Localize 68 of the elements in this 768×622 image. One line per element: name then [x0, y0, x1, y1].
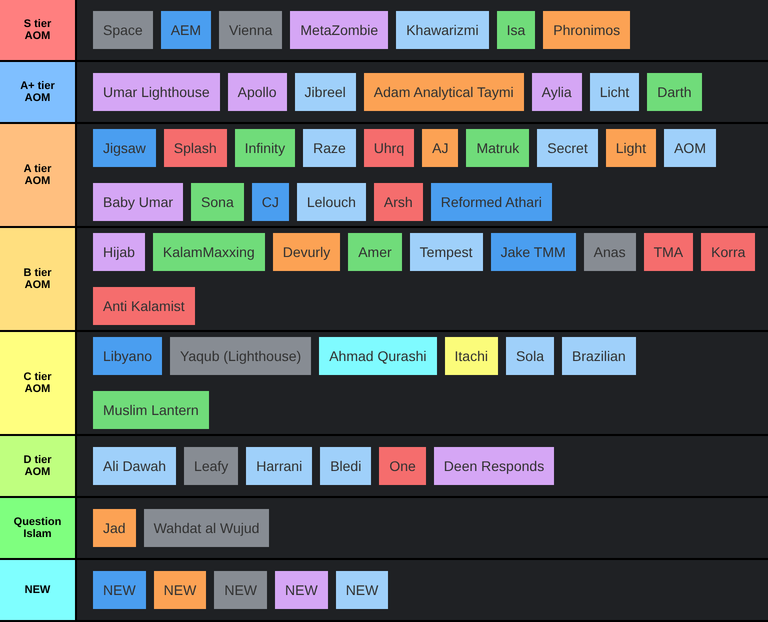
name-tile: Itachi — [444, 337, 498, 375]
name-tile: AOM — [664, 129, 716, 167]
name-tile: AJ — [422, 129, 458, 167]
name-tile: Muslim Lantern — [93, 391, 209, 429]
name-tile: NEW — [275, 571, 328, 609]
name-tile: Uhrq — [364, 129, 414, 167]
name-tile: One — [379, 447, 426, 485]
tier-label: C tier AOM — [0, 332, 75, 434]
name-tile: Jigsaw — [93, 129, 156, 167]
name-tile: Hijab — [93, 233, 145, 271]
tier-label: S tier AOM — [0, 0, 75, 60]
name-tile: Lelouch — [296, 183, 366, 221]
name-tile: Darth — [647, 73, 702, 111]
name-tile: Deen Responds — [434, 447, 554, 485]
tier-label: D tier AOM — [0, 436, 75, 496]
name-tile: Anas — [584, 233, 636, 271]
name-tile: Sola — [506, 337, 554, 375]
name-tile: CJ — [252, 183, 289, 221]
tier-label: A tier AOM — [0, 124, 75, 226]
name-tile: Reformed Athari — [430, 183, 552, 221]
name-tile: Aylia — [532, 73, 582, 111]
name-tile: Wahdat al Wujud — [144, 509, 270, 547]
name-tile: Baby Umar — [93, 183, 184, 221]
name-tile: Brazilian — [562, 337, 636, 375]
name-tile: Devurly — [272, 233, 340, 271]
name-tile: Raze — [303, 129, 356, 167]
name-tile: Bledi — [320, 447, 372, 485]
name-tile: Libyano — [93, 337, 162, 375]
name-tile: NEW — [336, 571, 388, 609]
tier-label: B tier AOM — [0, 228, 75, 330]
name-tile: Vienna — [219, 11, 282, 49]
name-tile: Ahmad Qurashi — [319, 337, 436, 375]
name-tile: Korra — [701, 233, 756, 271]
name-tile: Matruk — [466, 129, 530, 167]
name-tile: Tempest — [410, 233, 483, 271]
name-tile: Umar Lighthouse — [93, 73, 220, 111]
name-tile: MetaZombie — [290, 11, 388, 49]
tier-label: A+ tier AOM — [0, 62, 75, 122]
name-tile: Anti Kalamist — [93, 287, 195, 325]
name-tile: AEM — [160, 11, 212, 49]
name-tile: Leafy — [184, 447, 238, 485]
name-tile: Jake TMM — [490, 233, 576, 271]
name-tile: Arsh — [374, 183, 423, 221]
name-tile: Jibreel — [294, 73, 356, 111]
name-tile: Apollo — [228, 73, 287, 111]
tier-label: NEW — [0, 560, 75, 620]
name-tile: Light — [606, 129, 656, 167]
name-tile: Jad — [93, 509, 136, 547]
name-tile: TMA — [644, 233, 694, 271]
name-tile: Sona — [191, 183, 244, 221]
name-tile: Infinity — [234, 129, 296, 167]
name-tile: KalamMaxxing — [152, 233, 265, 271]
name-tile: Amer — [348, 233, 402, 271]
name-tile: Khawarizmi — [396, 11, 489, 49]
name-tile: Yaqub (Lighthouse) — [170, 337, 312, 375]
name-tile: Isa — [496, 11, 536, 49]
name-tile: Secret — [537, 129, 598, 167]
name-tile: Ali Dawah — [93, 447, 176, 485]
name-tile: Licht — [590, 73, 640, 111]
name-tile: Phronimos — [543, 11, 630, 49]
name-tile: Harrani — [246, 447, 312, 485]
name-tile: Adam Analytical Taymi — [364, 73, 524, 111]
tier-label: Question Islam — [0, 498, 75, 558]
name-tile: NEW — [93, 571, 146, 609]
name-tile: NEW — [154, 571, 206, 609]
name-tile: Space — [93, 11, 153, 49]
name-tile: Splash — [164, 129, 227, 167]
name-tile: NEW — [214, 571, 268, 609]
